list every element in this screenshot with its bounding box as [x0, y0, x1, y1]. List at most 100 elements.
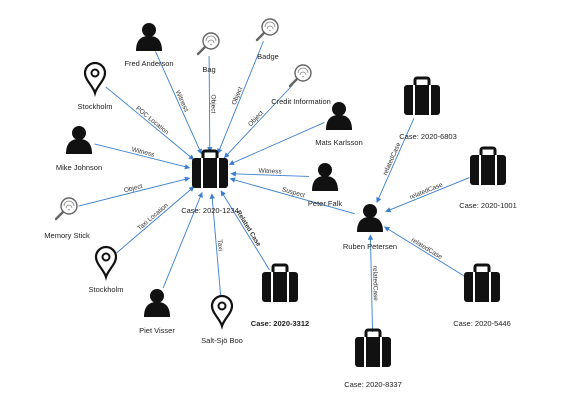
briefcase-icon [470, 146, 506, 185]
node-piet[interactable]: Piet Visser [139, 289, 175, 335]
person-icon [312, 163, 338, 191]
edge-case-3312-case-1234: Related Case [220, 190, 270, 271]
node-label: Peter Falk [308, 199, 342, 208]
person-icon [136, 23, 162, 51]
node-case-8337[interactable]: Case: 2020-8337 [344, 328, 402, 389]
edge-label: relatedCase [382, 141, 403, 176]
node-peter[interactable]: Peter Falk [308, 163, 342, 208]
edge-label: Object [123, 183, 143, 194]
node-label: Case: 2020-6803 [399, 132, 457, 141]
node-label: Stockholm [77, 102, 112, 111]
edge-line [209, 193, 222, 298]
edge-label: Related Case [235, 209, 263, 248]
node-stockholm2[interactable]: Stockholm [88, 245, 124, 294]
node-label: Mats Karlsson [315, 138, 363, 147]
magnifier-fingerprint-icon [288, 64, 312, 88]
node-label: Piet Visser [139, 326, 175, 335]
edge-label: Taxi [216, 239, 224, 251]
location-pin-icon [83, 61, 107, 97]
edge-stockholm2-case-1234: Taxi Location [116, 186, 195, 254]
edge-line [116, 186, 195, 254]
edge-label: Object [231, 86, 245, 106]
location-pin-icon [210, 294, 234, 330]
node-case-5446[interactable]: Case: 2020-5446 [453, 263, 511, 328]
edge-case-5446-ruben: relatedCase [384, 226, 466, 277]
edge-line [384, 226, 466, 277]
node-label: Mike Johnson [56, 163, 102, 172]
edge-line [223, 84, 294, 159]
edge-line [155, 51, 202, 155]
node-case-1001[interactable]: Case: 2020-1001 [459, 146, 517, 210]
node-label: Fred Anderson [124, 59, 173, 68]
node-label: Badge [257, 52, 279, 61]
node-mats[interactable]: Mats Karlsson [315, 102, 363, 147]
briefcase-icon [404, 76, 440, 115]
edge-label: Object [209, 95, 216, 114]
edge-label: relatedCase [371, 266, 379, 302]
edge-label: POC Location [134, 105, 170, 136]
edge-peter-case-1234: Witness [230, 168, 310, 177]
briefcase-icon [262, 263, 298, 302]
node-case-6803[interactable]: Case: 2020-6803 [399, 76, 457, 141]
location-pin-icon [94, 245, 118, 281]
edge-label: Taxi Location [136, 202, 170, 232]
node-label: Case: 2020-1234 [181, 206, 239, 215]
node-label: Case: 2020-3312 [251, 319, 309, 328]
edge-line [220, 190, 270, 271]
person-icon [66, 126, 92, 154]
edge-label: Suspect [281, 186, 306, 199]
person-icon [326, 102, 352, 130]
edge-line [230, 171, 310, 177]
node-label: Case: 2020-1001 [459, 201, 517, 210]
node-label: Memory Stick [44, 231, 90, 240]
node-mike[interactable]: Mike Johnson [56, 126, 102, 172]
edge-label: Witness [258, 168, 282, 176]
edge-mike-case-1234: Witness [94, 143, 191, 170]
edge-line [229, 177, 355, 215]
node-label: Ruben Petersen [343, 242, 397, 251]
edge-mats-case-1234 [228, 122, 325, 166]
person-icon [357, 204, 383, 232]
edge-saltsjo-case-1234: Taxi [209, 193, 224, 298]
node-label: Stockholm [88, 285, 123, 294]
node-label: Case: 2020-8337 [344, 380, 402, 389]
edge-label: relatedCase [409, 181, 444, 201]
edge-label: Object [247, 109, 265, 128]
edge-line [217, 40, 264, 155]
edge-bag-case-1234: Object [207, 55, 217, 153]
edge-piet-case-1234 [162, 191, 203, 289]
edge-line [94, 143, 191, 170]
briefcase-icon [355, 328, 391, 367]
node-case-1234[interactable]: Case: 2020-1234 [181, 149, 239, 215]
node-label: Salt-Sjö Boo [201, 336, 243, 345]
node-credit[interactable]: Credit Information [271, 64, 331, 106]
edge-label: Witness [131, 146, 156, 159]
edge-line [162, 191, 203, 289]
briefcase-icon [464, 263, 500, 302]
edge-line [385, 177, 470, 213]
edge-case-8337-ruben: relatedCase [367, 234, 379, 333]
edge-line [105, 86, 195, 160]
node-memory[interactable]: Memory Stick [44, 197, 90, 240]
node-case-3312[interactable]: Case: 2020-3312 [251, 263, 309, 328]
node-badge[interactable]: Badge [255, 18, 279, 61]
node-label: Bag [202, 65, 215, 74]
node-bag[interactable]: Bag [196, 32, 220, 74]
edge-line [367, 234, 374, 333]
edge-line [228, 122, 325, 166]
magnifier-fingerprint-icon [196, 32, 220, 56]
node-stockholm1[interactable]: Stockholm [77, 61, 113, 111]
node-fred[interactable]: Fred Anderson [124, 23, 174, 68]
person-icon [144, 289, 170, 317]
edge-memory-case-1234: Object [78, 176, 191, 207]
node-saltsjo[interactable]: Salt-Sjö Boo [201, 294, 243, 345]
node-label: Credit Information [271, 97, 331, 106]
edge-case-1001-ruben: relatedCase [385, 177, 470, 213]
edge-line [207, 55, 213, 153]
node-ruben[interactable]: Ruben Petersen [343, 204, 397, 251]
magnifier-fingerprint-icon [255, 18, 279, 42]
edge-line [376, 118, 415, 203]
edge-case-6803-ruben: relatedCase [376, 118, 415, 203]
